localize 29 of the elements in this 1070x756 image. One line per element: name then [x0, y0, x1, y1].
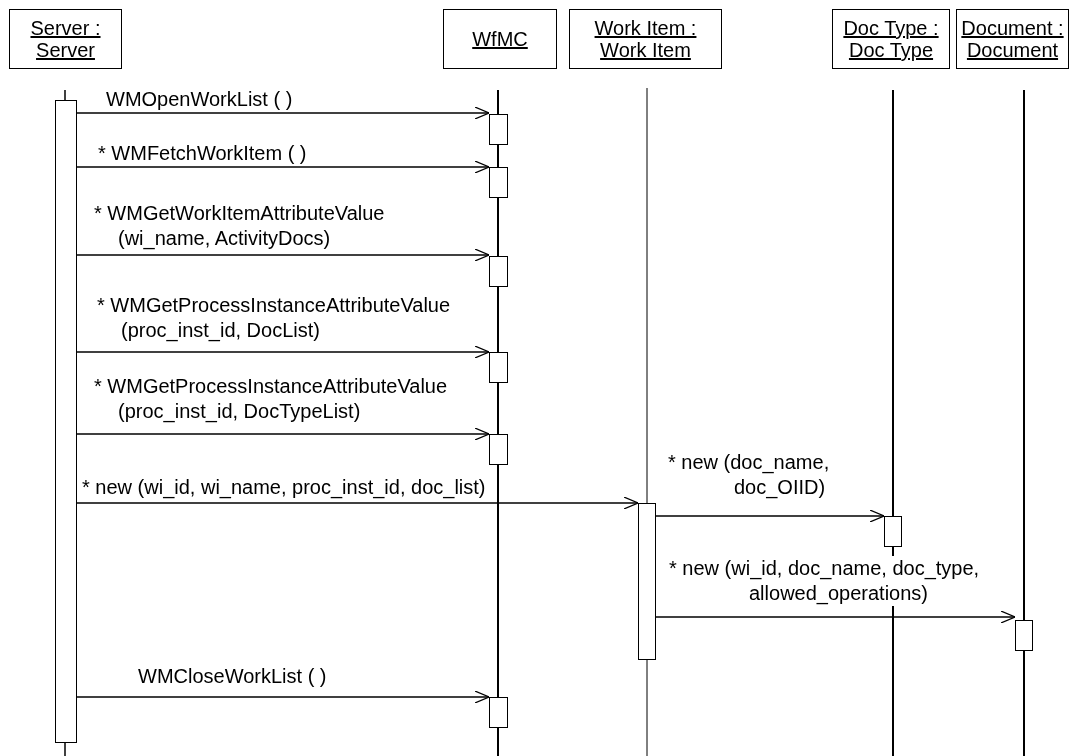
object-box	[956, 9, 1069, 69]
message-arrow	[76, 427, 490, 441]
object-name: Work Item : Work Item	[593, 17, 698, 61]
message-arrow	[76, 496, 639, 510]
object-box	[832, 9, 950, 69]
activation-bar	[489, 256, 508, 287]
activation-bar	[489, 114, 508, 145]
object-name: Document : Document	[960, 17, 1065, 61]
object-box	[443, 9, 557, 69]
object-name: WfMC	[472, 28, 528, 50]
activation-bar	[638, 503, 656, 660]
activation-bar	[489, 352, 508, 383]
object-name: Doc Type : Doc Type	[842, 17, 940, 61]
activation-bar	[1015, 620, 1033, 651]
activation-bar	[489, 434, 508, 465]
message-arrow	[76, 106, 490, 120]
activation-bar	[489, 697, 508, 728]
activation-bar	[489, 167, 508, 198]
message-arrow	[655, 509, 885, 523]
activation-bar	[884, 516, 902, 547]
message-arrow	[76, 248, 490, 262]
activation-bar	[55, 100, 77, 743]
object-box	[569, 9, 722, 69]
message-arrow	[655, 610, 1016, 624]
object-name: Server : Server	[29, 17, 102, 61]
object-box	[9, 9, 122, 69]
message-arrow	[76, 160, 490, 174]
message-arrow	[76, 690, 490, 704]
message-arrow	[76, 345, 490, 359]
